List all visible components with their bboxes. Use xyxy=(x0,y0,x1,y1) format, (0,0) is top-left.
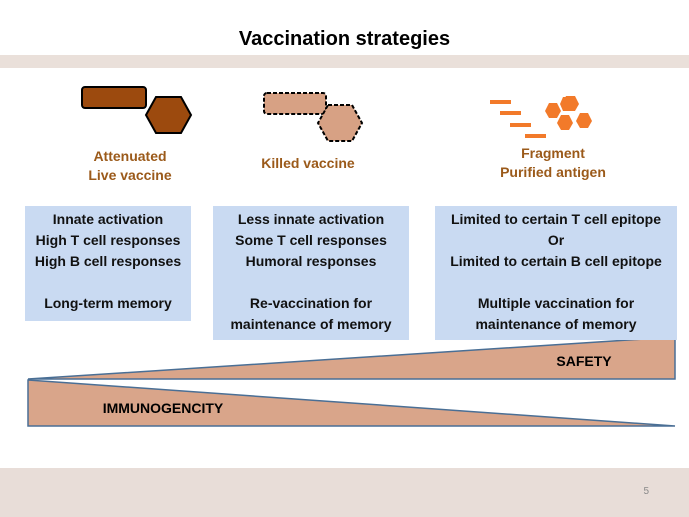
top-band xyxy=(0,55,689,68)
live-rod-shape xyxy=(81,86,147,109)
immunogenicity-wedge xyxy=(27,379,676,427)
label-line: Purified antigen xyxy=(500,164,606,180)
label-line: Killed vaccine xyxy=(261,155,355,171)
box-line: High T cell responses xyxy=(35,232,181,248)
fragment-antigen-icon xyxy=(490,96,592,138)
label-line: Fragment xyxy=(521,145,585,161)
fragment-hexagon xyxy=(545,103,561,118)
fragment-bar xyxy=(490,100,511,104)
box-line: Long-term memory xyxy=(44,295,172,311)
box-line: Re-vaccination for xyxy=(249,295,373,311)
fragment-bar xyxy=(510,123,531,127)
box-line: High B cell responses xyxy=(34,253,182,269)
label-line: Attenuated xyxy=(93,148,167,164)
box-line: Less innate activation xyxy=(237,211,385,227)
box-line: Humoral responses xyxy=(245,253,377,269)
fragment-bar xyxy=(500,111,521,115)
killed-rod-shape xyxy=(263,92,327,115)
fragment-hexagon xyxy=(557,115,573,130)
box-line: maintenance of memory xyxy=(475,316,637,332)
fragment-antigen-label: Fragment Purified antigen xyxy=(468,144,638,182)
safety-wedge xyxy=(27,336,676,380)
live-vaccine-icon xyxy=(81,86,193,134)
box-line: Some T cell responses xyxy=(235,232,387,248)
fragment-hexagon xyxy=(562,96,579,111)
box-line xyxy=(25,272,191,293)
box-line: Multiple vaccination for xyxy=(477,295,635,311)
slide-number: 5 xyxy=(643,486,649,497)
box-line: maintenance of memory xyxy=(230,316,392,332)
fragment-antigen-description-box: Limited to certain T cell epitope Or Lim… xyxy=(435,206,677,340)
box-line: Limited to certain T cell epitope xyxy=(450,211,662,227)
killed-hexagon-shape xyxy=(316,104,364,142)
safety-label: SAFETY xyxy=(556,353,612,369)
immunogenicity-label: IMMUNOGENCITY xyxy=(103,400,224,416)
live-vaccine-label: Attenuated Live vaccine xyxy=(60,147,200,185)
box-line: Or xyxy=(547,232,565,248)
label-line: Live vaccine xyxy=(88,167,172,183)
killed-vaccine-label: Killed vaccine xyxy=(238,154,378,173)
live-hexagon-shape xyxy=(144,96,193,134)
footer-band xyxy=(0,468,689,517)
fragment-bar xyxy=(525,134,546,138)
live-vaccine-description-box: Innate activation High T cell responses … xyxy=(25,206,191,321)
box-line xyxy=(435,272,677,293)
killed-vaccine-description-box: Less innate activation Some T cell respo… xyxy=(213,206,409,340)
slide-title: Vaccination strategies xyxy=(238,28,451,50)
box-line: Limited to certain B cell epitope xyxy=(450,253,662,269)
fragment-hexagon xyxy=(576,113,592,128)
box-line: Innate activation xyxy=(52,211,164,227)
box-line xyxy=(213,272,409,293)
killed-vaccine-icon xyxy=(263,92,364,142)
